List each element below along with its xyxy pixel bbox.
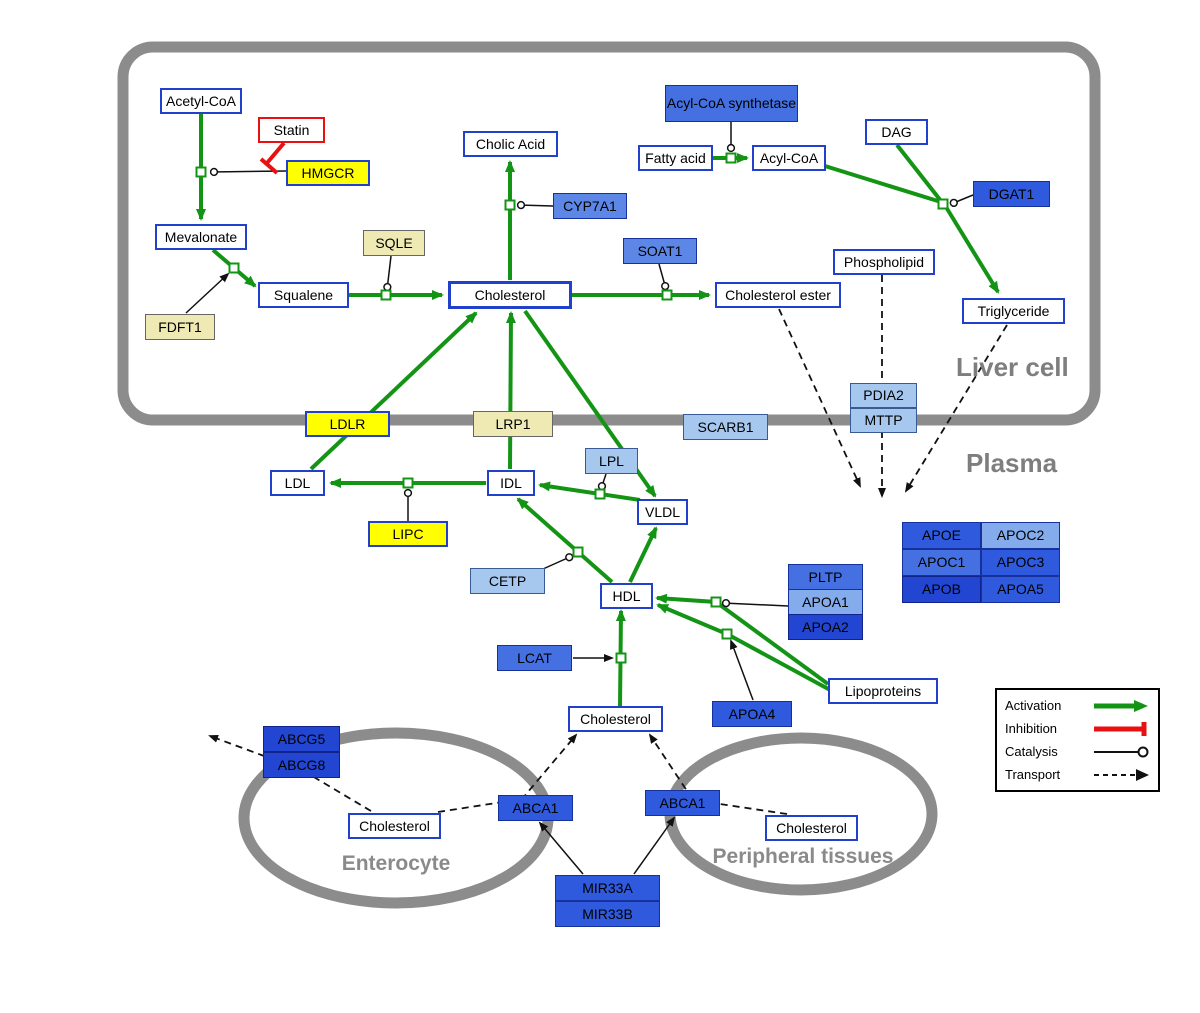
edge-hdl-vldl [628, 526, 658, 583]
node-ldl[interactable]: LDL [270, 470, 325, 496]
edge-mir33-abca1-right [633, 816, 676, 875]
catalysis-circle-icon [1094, 746, 1149, 757]
node-hmgcr[interactable]: HMGCR [286, 160, 370, 186]
node-cholesterol-enterocyte[interactable]: Cholesterol [348, 813, 441, 839]
edge-triglyceride-plasma [904, 324, 1008, 493]
node-lrp1[interactable]: LRP1 [473, 411, 553, 437]
node-abca1-peripheral[interactable]: ABCA1 [645, 790, 720, 816]
reaction-nodes [195, 152, 949, 664]
node-apoc1[interactable]: APOC1 [902, 549, 981, 576]
node-apoa5[interactable]: APOA5 [981, 576, 1060, 603]
inhibition-edge-statin-hmgcr [259, 141, 286, 175]
node-dgat1[interactable]: DGAT1 [973, 181, 1050, 207]
node-mttp[interactable]: MTTP [850, 408, 917, 433]
node-phospholipid[interactable]: Phospholipid [833, 249, 935, 275]
node-cholesterol-plasma[interactable]: Cholesterol [568, 706, 663, 732]
node-pltp[interactable]: PLTP [788, 564, 863, 590]
transport-dashed-arrow-icon [1094, 768, 1149, 781]
node-apoa2[interactable]: APOA2 [788, 614, 863, 640]
statin-inhibition-tbar [259, 157, 279, 175]
inhibition-tbar-icon [1094, 721, 1147, 736]
node-cholesterol-peripheral[interactable]: Cholesterol [765, 815, 858, 841]
node-triglyceride[interactable]: Triglyceride [962, 298, 1065, 324]
statin-inhibition-line [265, 141, 286, 165]
node-apoa4[interactable]: APOA4 [712, 701, 792, 727]
edge-hdl-idl-via-cetp [516, 497, 614, 584]
legend-transport-label: Transport [1005, 767, 1061, 782]
edge-cetp-catalysis [542, 553, 574, 570]
peripheral-tissues-label: Peripheral tissues [712, 845, 894, 868]
node-idl[interactable]: IDL [487, 470, 535, 496]
edge-acylcoa-dgat1node [824, 164, 942, 204]
node-acyl-coa[interactable]: Acyl-CoA [752, 145, 826, 171]
node-mir33a[interactable]: MIR33A [555, 875, 660, 901]
activation-arrow-icon [1094, 699, 1148, 712]
edge-mir33-abca1-left [538, 821, 584, 875]
edge-enterocyte-cholesterol-abcg [208, 735, 372, 812]
node-cholesterol-liver[interactable]: Cholesterol [448, 281, 572, 309]
node-lipoproteins[interactable]: Lipoproteins [828, 678, 938, 704]
enterocyte-label: Enterocyte [341, 852, 451, 875]
edge-peripheral-cholesterol-abca1 [648, 733, 788, 815]
edge-apoa-stack-catalysis [721, 598, 789, 608]
node-mevalonate[interactable]: Mevalonate [155, 224, 247, 250]
edge-soat1-catalysis [658, 263, 670, 291]
node-scarb1[interactable]: SCARB1 [683, 414, 768, 440]
node-apoa1[interactable]: APOA1 [788, 589, 863, 615]
legend-row-activation: Activation [1005, 698, 1150, 714]
edge-cyp7a1-catalysis [516, 200, 554, 210]
liver-cell-label: Liver cell [956, 352, 1069, 382]
node-lipc[interactable]: LIPC [368, 521, 448, 547]
node-apoe[interactable]: APOE [902, 522, 981, 549]
node-squalene[interactable]: Squalene [258, 282, 349, 308]
node-sqle[interactable]: SQLE [363, 230, 425, 256]
node-dag[interactable]: DAG [865, 119, 928, 145]
legend-row-transport: Transport [1005, 767, 1150, 783]
node-pdia2[interactable]: PDIA2 [850, 383, 917, 408]
node-fatty-acid[interactable]: Fatty acid [638, 145, 713, 171]
edge-sqle-catalysis [383, 255, 392, 292]
node-fdft1[interactable]: FDFT1 [145, 314, 215, 340]
edge-apoa4-catalysis [730, 639, 754, 701]
node-cholesterol-ester[interactable]: Cholesterol ester [715, 282, 841, 308]
node-vldl[interactable]: VLDL [637, 499, 688, 525]
edge-fdft1-catalysis [185, 272, 230, 314]
edge-cholesterolester-plasma [778, 308, 861, 488]
node-hdl[interactable]: HDL [600, 583, 653, 609]
node-abcg8[interactable]: ABCG8 [263, 752, 340, 778]
legend-row-inhibition: Inhibition [1005, 721, 1150, 737]
legend-inhibition-label: Inhibition [1005, 721, 1058, 736]
node-abca1-enterocyte[interactable]: ABCA1 [498, 795, 573, 821]
legend-catalysis-label: Catalysis [1005, 744, 1058, 759]
node-ldlr[interactable]: LDLR [305, 411, 390, 437]
node-mir33b[interactable]: MIR33B [555, 901, 660, 927]
edge-vldl-idl [538, 481, 641, 502]
node-cholic-acid[interactable]: Cholic Acid [463, 131, 558, 157]
liver-cell-membrane [117, 41, 1101, 426]
node-lcat[interactable]: LCAT [497, 645, 572, 671]
edge-lpl-catalysis [597, 473, 607, 491]
catalysis-edges [185, 122, 974, 875]
edge-idl-cholesterol-via-lrp1 [505, 311, 516, 470]
edge-dag-dgat1node [895, 143, 943, 203]
legend-activation-label: Activation [1005, 698, 1062, 713]
node-apoc3[interactable]: APOC3 [981, 549, 1060, 576]
edge-ldl-cholesterol-via-ldlr [309, 311, 478, 471]
node-statin[interactable]: Statin [258, 117, 325, 143]
edge-dgat1node-triglyceride [944, 205, 1000, 294]
node-apoc2[interactable]: APOC2 [981, 522, 1060, 549]
node-abcg5[interactable]: ABCG5 [263, 726, 340, 752]
node-cetp[interactable]: CETP [470, 568, 545, 594]
node-soat1[interactable]: SOAT1 [623, 238, 697, 264]
plasma-label: Plasma [966, 448, 1058, 478]
node-acetyl-coa[interactable]: Acetyl-CoA [160, 88, 242, 114]
edge-dgat1-catalysis [949, 194, 974, 208]
node-acyl-coa-synthetase[interactable]: Acyl-CoA synthetase [665, 85, 798, 122]
node-apob[interactable]: APOB [902, 576, 981, 603]
legend-row-catalysis: Catalysis [1005, 744, 1150, 760]
node-cyp7a1[interactable]: CYP7A1 [553, 193, 627, 219]
legend: Activation Inhibition Catalysis Transpor… [995, 688, 1160, 792]
node-lpl[interactable]: LPL [585, 448, 638, 474]
